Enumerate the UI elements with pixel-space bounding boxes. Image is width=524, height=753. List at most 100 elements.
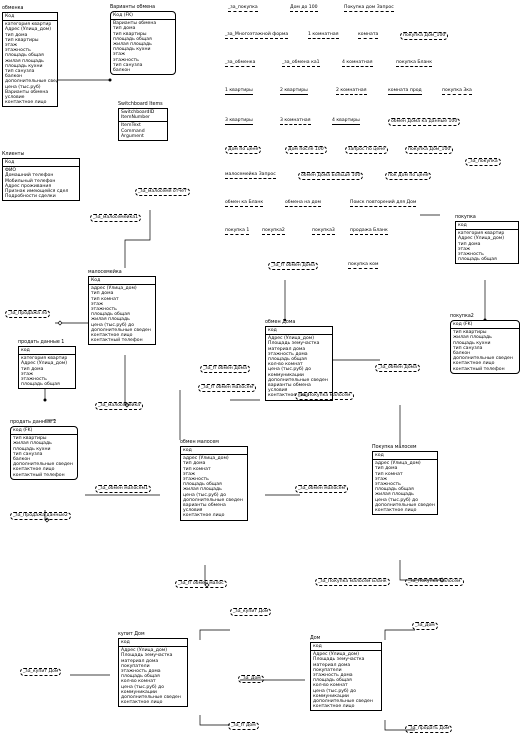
query-box[interactable]: _за_Покупка малосем Бланк [315, 578, 390, 586]
field: Адрес проживания [5, 183, 52, 189]
query-box[interactable]: _за_fr Дом [228, 722, 259, 730]
query-label[interactable]: комната [358, 32, 379, 39]
field: жилая площадь [91, 317, 130, 323]
field: этаж [375, 476, 388, 482]
entity-obmen-malosem[interactable]: обмен малосем код адрес (Улица_дом) тип … [180, 440, 248, 521]
query-label[interactable]: _за_обмена ка1 [282, 60, 320, 67]
query-box[interactable]: _за_Покупка малосем [295, 392, 354, 400]
field: тип квартиры [453, 330, 487, 336]
query-box[interactable]: _за_малосемейка [95, 402, 144, 410]
query-box[interactable]: _за_обмен малосем [295, 485, 349, 493]
query-box[interactable]: покупка Дом_100 [405, 146, 454, 154]
query-box[interactable]: Дом по цене [225, 146, 262, 154]
query-box[interactable]: _за_Дом [238, 675, 264, 683]
entity-kupit-dom[interactable]: купит Дом код Адрес (Улица_дом) Площадь … [118, 632, 188, 708]
query-label[interactable]: покупка3 [312, 228, 335, 235]
query-label[interactable]: _за_покупка [228, 5, 258, 12]
field: этаж [91, 301, 104, 307]
field: тип квартиры [5, 37, 39, 43]
field: контактное лицо [121, 700, 163, 706]
entity-pokupka2[interactable]: покупка2 код (FK) тип квартиры жилая пло… [450, 314, 520, 374]
pk-field: Код [5, 14, 15, 19]
query-label[interactable]: Дом до 100 [290, 5, 318, 12]
query-label[interactable]: 2 комнатная [336, 88, 367, 95]
query-label[interactable]: 3 комнатная [280, 118, 311, 125]
query-box[interactable]: _за_малосемя отчет [135, 188, 190, 196]
query-box[interactable]: обмен Дома ка данные 100 [388, 118, 461, 126]
query-box[interactable]: _за_Продажа ло [5, 310, 51, 318]
field: тип дома [21, 366, 44, 372]
query-label[interactable]: обмен ка Бланк [225, 200, 264, 207]
entity-pokupka-malosem[interactable]: Покупка малосем код адрес (Улица_дом) ти… [372, 445, 438, 516]
query-box[interactable]: _за_fr обмен Дома [268, 262, 318, 270]
query-box[interactable]: _за_fr обмен Дома [200, 365, 250, 373]
entity-prodazh1[interactable]: продать данные 1 код категория квартир А… [18, 340, 76, 390]
query-box[interactable]: Дом после 100 [285, 146, 327, 154]
entity-clients[interactable]: Клиенты Код ФИО Домашний телефон Мобильн… [2, 152, 80, 202]
query-label[interactable]: 4 комнатная [342, 60, 373, 67]
field: балкон [113, 68, 131, 74]
field: этаж [458, 246, 471, 252]
query-box[interactable]: _за_обмен Дома [375, 364, 420, 372]
field: Мобильный телефон [5, 178, 56, 184]
entity-prodazh2[interactable]: продать данные 2 код (FK) тип квартиры ж… [10, 420, 78, 480]
field: жилая площадь [113, 42, 152, 48]
query-box[interactable]: _за_обмен малосем1 [95, 485, 152, 493]
query-box[interactable]: покупка Дом_100 [400, 32, 449, 40]
query-label[interactable]: _за_обменка [225, 60, 256, 67]
entity-pokupka[interactable]: покупка код категория квартир Адрес (Ули… [455, 215, 519, 265]
field: Command [121, 128, 145, 134]
field: площадь кухни [13, 446, 51, 452]
entity-title: Покупка малосем [372, 445, 417, 450]
query-box[interactable]: обмен Дома Больше 100 [298, 172, 364, 180]
entity-variants[interactable]: Варианты обмена Код (FK) Варианты обмена… [110, 5, 176, 76]
field: кол-во комнат [121, 679, 156, 685]
query-label[interactable]: _за_Многоэтажной форма [225, 32, 289, 39]
query-box[interactable]: 4 квартиры [332, 118, 360, 125]
query-box[interactable]: пок Дом по цене [385, 172, 432, 180]
entity-obmenka[interactable]: обменка Код категория квартир Адрес (Ули… [2, 6, 58, 108]
field: площадь кухни [453, 340, 491, 346]
query-box[interactable]: _за_Покупка малосем [405, 578, 464, 586]
field-list: Варианты обмена тип дома тип квартиры пл… [111, 20, 175, 74]
pk-field: код [268, 328, 277, 333]
query-label[interactable]: покупка 3ка [442, 88, 472, 95]
query-box[interactable]: _за_покупка [465, 158, 501, 166]
field: балкон [453, 351, 471, 357]
query-box[interactable]: _за_продать Дом [405, 725, 453, 733]
query-box[interactable]: _за_купит Дом [230, 608, 272, 616]
entity-obmen-doma[interactable]: обмен Дома код Адрес (Улица_дом) Площадь… [265, 320, 333, 401]
query-label[interactable]: покупка ком [348, 262, 379, 269]
query-label[interactable]: покупка 1 [225, 228, 250, 235]
query-box[interactable]: 1 квартиры [225, 88, 253, 95]
query-box[interactable]: 2 квартиры [280, 88, 308, 95]
query-label[interactable]: покупка2 [262, 228, 285, 235]
query-box[interactable]: _за_Дом [412, 622, 438, 630]
field-list: категория квартир Адрес (Улица_дом) тип … [19, 355, 75, 388]
entity-title: продать данные 1 [18, 340, 65, 345]
query-box[interactable]: 3 квартиры [225, 118, 253, 125]
query-label[interactable]: продажа Бланк [350, 228, 388, 235]
query-box[interactable]: _за_малосемейка1 [90, 214, 142, 222]
query-label[interactable]: Покупка дом Запрос [344, 5, 394, 12]
query-label[interactable]: Поиск повторений для Дом [350, 200, 417, 207]
entity-malosemeyka[interactable]: малосемейка Код адрес (Улица_дом) тип до… [88, 270, 156, 346]
query-box[interactable]: _за_fr обмен малос [175, 580, 227, 588]
query-label[interactable]: 1 комнатная [308, 32, 339, 39]
field: площадь общая [268, 357, 307, 363]
query-box[interactable]: _за_Продажа данные2 [10, 512, 71, 520]
field: контактное лицо [13, 467, 55, 473]
query-label[interactable]: покупка Бланк [396, 60, 433, 67]
query-box[interactable]: запрос по цене [345, 146, 389, 154]
field: этажность [375, 482, 401, 488]
entity-switchboard-items[interactable]: Switchboard Items SwitchboardID ItemNumb… [118, 102, 168, 142]
query-label[interactable]: обмена на дом [285, 200, 321, 207]
query-label[interactable]: малосемейка Запрос [225, 172, 276, 179]
field: материал дома [268, 346, 306, 352]
query-box[interactable]: _за_fr обмен малосем [198, 384, 257, 392]
entity-title: обменка [2, 6, 24, 11]
query-box[interactable]: комната прод [388, 88, 422, 95]
query-box[interactable]: _за_купит Дом [20, 668, 62, 676]
entity-dom[interactable]: Дом код Адрес (Улица_дом) Площадь земуча… [310, 636, 382, 712]
